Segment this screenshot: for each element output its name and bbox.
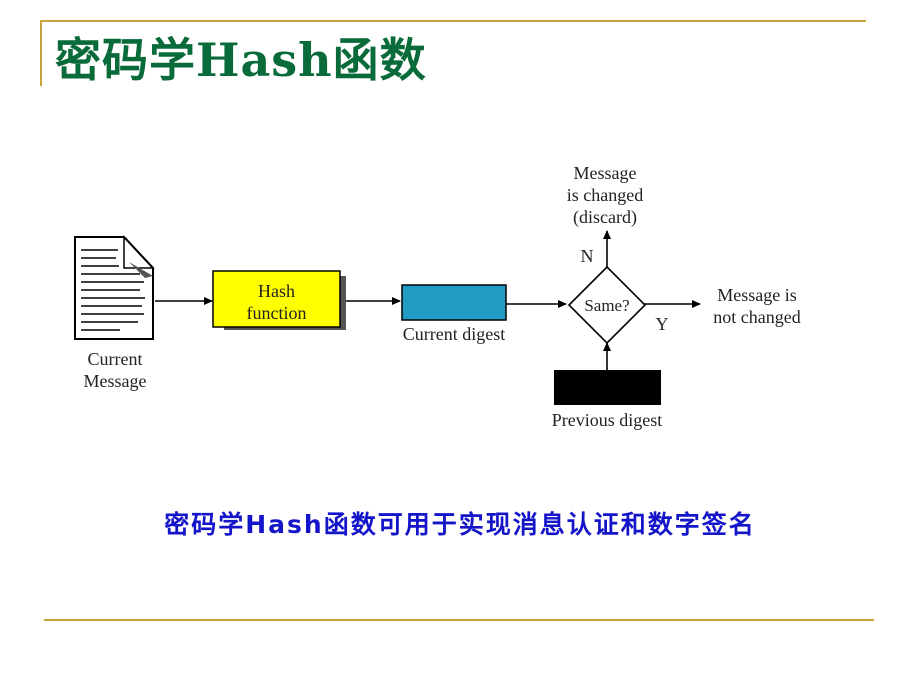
message-not-changed-label: Message is not changed [697, 284, 817, 328]
slide-caption: 密码学Hash函数可用于实现消息认证和数字签名 [164, 510, 756, 539]
current-message-line-1: Current [87, 349, 143, 369]
left-rule [40, 20, 42, 86]
not-changed-line-2: not changed [713, 307, 801, 327]
previous-digest-box [554, 370, 661, 405]
changed-line-3: (discard) [573, 207, 637, 227]
hash-function-line-2: function [246, 303, 307, 323]
document-icon [74, 235, 155, 340]
hash-function-line-1: Hash [258, 281, 295, 301]
current-digest-label: Current digest [402, 324, 506, 344]
hash-function-label: Hash function [213, 280, 340, 324]
changed-line-1: Message [573, 163, 637, 183]
current-message-line-2: Message [83, 371, 147, 391]
slide-title: 密码学Hash函数 [55, 33, 427, 87]
not-changed-line-1: Message is [717, 285, 797, 305]
bottom-rule [44, 619, 874, 621]
decision-label: Same? [584, 296, 630, 315]
current-digest-box [401, 284, 507, 321]
top-rule [40, 20, 866, 22]
previous-digest-label: Previous digest [551, 410, 663, 430]
decision-diamond [567, 265, 647, 345]
changed-line-2: is changed [566, 185, 644, 205]
current-message-label: Current Message [60, 348, 170, 392]
yes-label: Y [655, 314, 669, 334]
hash-function-box [212, 270, 341, 328]
message-changed-label: Message is changed (discard) [545, 162, 665, 228]
no-label: N [580, 246, 594, 266]
